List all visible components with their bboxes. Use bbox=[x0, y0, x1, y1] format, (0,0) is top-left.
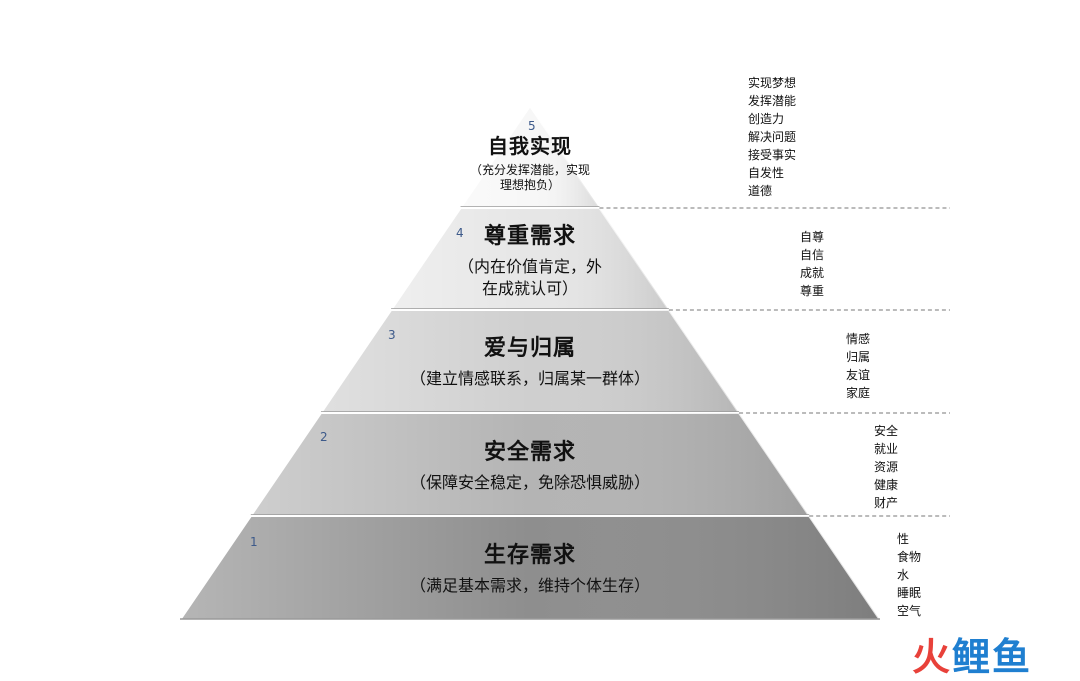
tier-subtitle: （建立情感联系，归属某一群体） bbox=[370, 368, 690, 390]
tier-title: 爱与归属 bbox=[483, 336, 576, 361]
tier-title: 自我实现 bbox=[488, 134, 572, 158]
tier-subtitle: （保障安全稳定，免除恐惧威胁） bbox=[370, 472, 690, 494]
needs-item: 就业 bbox=[874, 442, 899, 456]
tier-subtitle-line: （满足基本需求，维持个体生存） bbox=[409, 576, 650, 595]
needs-item: 自尊 bbox=[800, 230, 825, 244]
tier-number-1: 1 bbox=[250, 535, 258, 549]
tier-title: 安全需求 bbox=[483, 440, 576, 465]
tier-subtitle: （满足基本需求，维持个体生存） bbox=[370, 575, 690, 597]
needs-list-5: 实现梦想发挥潜能创造力解决问题接受事实自发性道德 bbox=[748, 74, 796, 200]
needs-item: 性 bbox=[897, 532, 910, 546]
pyramid-tier-shade-1 bbox=[180, 516, 880, 620]
pyramid-tier-shade-3 bbox=[320, 310, 740, 413]
needs-item: 自发性 bbox=[748, 166, 785, 180]
logo-char-2: 鲤 bbox=[952, 635, 993, 679]
needs-item: 实现梦想 bbox=[748, 76, 797, 90]
tier-number-4: 4 bbox=[456, 226, 464, 240]
needs-item: 归属 bbox=[846, 350, 871, 364]
tier-label-5: 自我实现 （充分发挥潜能，实现理想抱负） bbox=[370, 130, 690, 193]
tier-subtitle-line: （内在价值肯定，外 bbox=[457, 257, 602, 276]
logo-char-3: 鱼 bbox=[992, 635, 1033, 679]
tier-number-2: 2 bbox=[320, 430, 328, 444]
tier-title: 生存需求 bbox=[483, 543, 576, 568]
needs-item: 成就 bbox=[800, 266, 825, 280]
tier-subtitle: （充分发挥潜能，实现理想抱负） bbox=[370, 163, 690, 193]
needs-item: 资源 bbox=[874, 460, 899, 474]
pyramid-tier-shade-4 bbox=[391, 208, 669, 310]
tier-label-2: 安全需求 （保障安全稳定，免除恐惧威胁） bbox=[370, 434, 690, 494]
pyramid-tier-shade-2 bbox=[250, 413, 810, 516]
tier-number-5: 5 bbox=[528, 119, 536, 133]
needs-item: 空气 bbox=[897, 604, 922, 618]
logo-char-1: 火 bbox=[912, 635, 953, 679]
needs-item: 友谊 bbox=[846, 368, 871, 382]
needs-item: 道德 bbox=[748, 184, 773, 198]
needs-item: 发挥潜能 bbox=[748, 94, 797, 108]
needs-item: 接受事实 bbox=[748, 148, 797, 162]
tier-number-3: 3 bbox=[388, 328, 396, 342]
tier-subtitle-line: （充分发挥潜能，实现 bbox=[469, 163, 590, 177]
needs-item: 食物 bbox=[897, 550, 922, 564]
brand-logo: 火鲤鱼 bbox=[912, 626, 1032, 681]
needs-item: 安全 bbox=[874, 424, 899, 438]
tier-subtitle: （内在价值肯定，外在成就认可） bbox=[370, 256, 690, 300]
needs-item: 自信 bbox=[800, 248, 825, 262]
needs-item: 解决问题 bbox=[748, 130, 797, 144]
needs-item: 创造力 bbox=[748, 112, 785, 126]
needs-list-2: 安全就业资源健康财产 bbox=[874, 422, 898, 512]
needs-item: 财产 bbox=[874, 496, 899, 510]
tier-subtitle-line: （保障安全稳定，免除恐惧威胁） bbox=[409, 473, 650, 492]
tier-label-4: 尊重需求 （内在价值肯定，外在成就认可） bbox=[370, 218, 690, 300]
tier-title: 尊重需求 bbox=[483, 224, 576, 249]
needs-item: 家庭 bbox=[846, 386, 871, 400]
tier-label-1: 生存需求 （满足基本需求，维持个体生存） bbox=[370, 537, 690, 597]
tier-subtitle-line: （建立情感联系，归属某一群体） bbox=[409, 369, 650, 388]
needs-item: 水 bbox=[897, 568, 910, 582]
needs-list-4: 自尊自信成就尊重 bbox=[800, 228, 824, 300]
needs-item: 情感 bbox=[846, 332, 871, 346]
needs-item: 睡眠 bbox=[897, 586, 922, 600]
pyramid-tier-shade-5 bbox=[460, 106, 600, 208]
tier-label-3: 爱与归属 （建立情感联系，归属某一群体） bbox=[370, 330, 690, 390]
needs-item: 尊重 bbox=[800, 284, 825, 298]
tier-subtitle-line: 理想抱负） bbox=[499, 178, 560, 192]
needs-list-3: 情感归属友谊家庭 bbox=[846, 330, 870, 402]
needs-item: 健康 bbox=[874, 478, 899, 492]
tier-subtitle-line: 在成就认可） bbox=[481, 279, 578, 298]
needs-list-1: 性食物水睡眠空气 bbox=[897, 530, 921, 620]
